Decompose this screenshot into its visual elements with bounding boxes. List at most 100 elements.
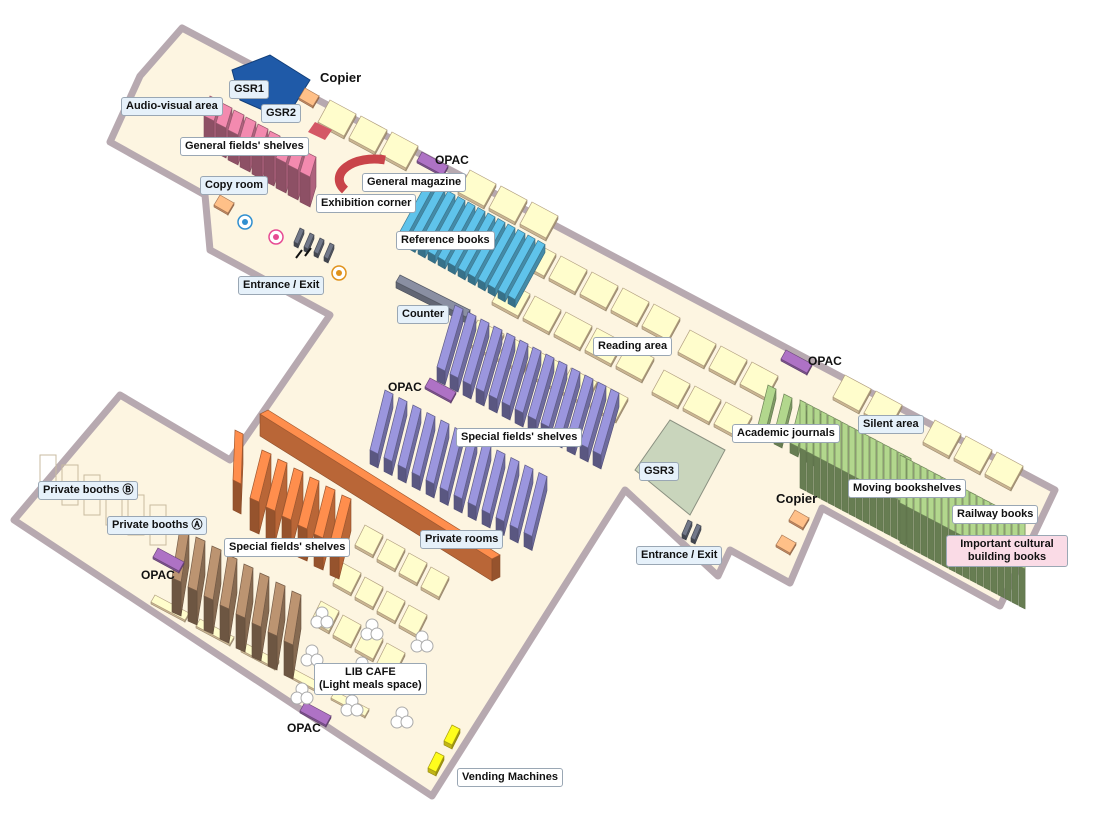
general-shelf-end — [287, 164, 299, 201]
special-shelf-orange — [297, 476, 320, 530]
special-shelf-brown — [187, 536, 206, 592]
moving-shelf — [862, 432, 870, 485]
label-general-magazine: General magazine — [362, 173, 467, 192]
cafe-table — [376, 538, 406, 570]
special-shelf-brown-end — [283, 640, 294, 680]
label-private-booths-a: Private booths Ⓐ — [107, 516, 208, 535]
cafe-table — [332, 614, 362, 646]
moving-shelf-end — [1011, 561, 1019, 606]
private-rooms-wall — [259, 409, 501, 560]
special-shelf — [509, 464, 534, 530]
special-shelf-orange — [232, 429, 244, 485]
special-shelf-brown — [219, 554, 238, 610]
general-shelf — [215, 102, 233, 129]
label-special-fields-upper: Special fields' shelves — [456, 428, 583, 447]
gsr3-room — [634, 419, 726, 516]
private-rooms-wall-end — [491, 554, 501, 582]
table — [922, 419, 962, 457]
cafe-seat — [420, 639, 434, 653]
label-lib-cafe: LIB CAFE (Light meals space) — [314, 663, 427, 695]
cafe-name: LIB CAFE — [344, 666, 396, 678]
label-silent-area: Silent area — [858, 415, 924, 434]
copier-machine — [298, 87, 320, 107]
moving-shelf-end — [806, 451, 814, 496]
table — [488, 185, 528, 223]
special-shelf — [514, 346, 542, 414]
vending-machine — [443, 724, 461, 746]
label-general-fields: General fields' shelves — [180, 137, 309, 156]
general-shelf-end — [299, 171, 311, 208]
moving-shelf-end — [934, 521, 942, 565]
special-shelf-brown — [283, 590, 302, 646]
label-opac-5: OPAC — [287, 721, 321, 735]
label-gsr1: GSR1 — [229, 80, 269, 99]
special-shelf — [488, 332, 516, 400]
reading-table — [651, 369, 691, 407]
special-shelf-brown-end — [203, 595, 214, 635]
special-shelf-orange — [249, 449, 272, 503]
table — [832, 374, 872, 412]
entrance-gate — [681, 519, 693, 537]
label-private-booths-b: Private booths Ⓑ — [38, 481, 139, 500]
label-entrance-exit-main: Entrance / Exit — [238, 276, 325, 295]
special-shelf-brown-end — [235, 613, 246, 653]
special-shelf — [397, 404, 422, 470]
reference-shelf — [487, 229, 526, 289]
moving-shelf-end — [906, 506, 914, 551]
special-shelf — [462, 318, 490, 386]
moving-shelf-end — [827, 462, 835, 507]
reading-table — [548, 255, 588, 293]
special-shelf — [425, 419, 450, 485]
label-opac-1: OPAC — [435, 153, 469, 167]
special-shelf — [411, 411, 436, 478]
label-vending-machines: Vending Machines — [457, 768, 563, 787]
moving-shelf — [848, 425, 856, 478]
table — [379, 131, 419, 169]
special-shelf — [369, 389, 394, 455]
reading-table — [682, 385, 722, 423]
special-shelf-brown-end — [219, 604, 230, 644]
table — [984, 451, 1024, 489]
reading-table — [708, 345, 748, 383]
reading-table — [677, 329, 717, 367]
special-shelf-orange-end — [232, 479, 242, 515]
label-private-rooms: Private rooms — [420, 530, 504, 549]
special-shelf-brown-end — [267, 631, 278, 671]
special-shelf-brown-end — [251, 622, 262, 662]
counter-desk — [395, 274, 471, 318]
cafe-seat — [400, 715, 414, 729]
special-shelf-brown — [251, 572, 270, 628]
cafe-seat — [320, 615, 334, 629]
moving-shelf-end — [913, 509, 921, 554]
reading-table — [579, 271, 619, 309]
special-shelf-brown-end — [187, 586, 198, 626]
opac-terminal — [780, 349, 813, 374]
special-shelf — [523, 471, 548, 538]
label-audio-visual: Audio-visual area — [121, 97, 223, 116]
moving-shelf-end — [927, 517, 935, 562]
entrance-gate — [323, 242, 335, 260]
exhibition-arc — [334, 154, 386, 194]
label-reading-area: Reading area — [593, 337, 673, 356]
special-shelf — [540, 360, 568, 428]
special-shelf — [436, 304, 464, 372]
special-shelf-orange — [281, 467, 304, 521]
copier-machine — [775, 534, 797, 554]
general-shelf-end — [275, 157, 287, 194]
entrance-arrow-icon — [295, 247, 312, 259]
table — [317, 99, 357, 137]
label-gsr2: GSR2 — [261, 104, 301, 123]
reading-table — [553, 311, 593, 349]
table — [348, 115, 388, 153]
label-counter: Counter — [397, 305, 450, 324]
label-copier-east: Copier — [776, 491, 818, 506]
reading-table — [610, 287, 650, 325]
cafe-table — [398, 552, 428, 584]
special-shelf-brown — [267, 581, 286, 637]
cafe-seat — [300, 691, 314, 705]
reference-shelf — [507, 240, 546, 300]
moving-shelf — [841, 421, 849, 474]
moving-shelf-end — [899, 502, 907, 547]
